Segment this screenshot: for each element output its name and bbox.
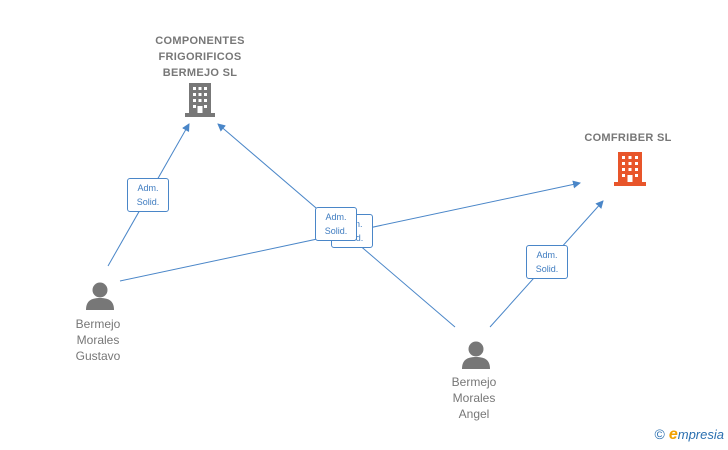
person-label-angel[interactable]: Bermejo Morales Angel: [451, 375, 497, 421]
empresia-watermark: ©empresia: [655, 426, 724, 444]
company-label-comfriber[interactable]: COMFRIBER SL: [584, 132, 672, 144]
person-label-gustavo[interactable]: Bermejo Morales Gustavo: [75, 317, 121, 363]
role-badge: Adm. Solid.: [526, 245, 568, 279]
role-line2: Solid.: [535, 264, 559, 274]
person-icon: [86, 282, 114, 310]
copyright-symbol: ©: [654, 426, 665, 442]
role-line1: Adm.: [536, 250, 558, 260]
building-icon: [614, 152, 646, 186]
role-badge: Adm. Solid.: [315, 207, 357, 241]
brand-initial: e: [668, 426, 678, 443]
role-line1: Adm.: [325, 212, 347, 222]
role-badge: Adm. Solid.: [127, 178, 169, 212]
role-line2: Solid.: [136, 197, 160, 207]
role-line1: Adm.: [137, 183, 159, 193]
role-line2: Solid.: [324, 226, 348, 236]
person-icon: [462, 341, 490, 369]
building-icon: [185, 83, 215, 117]
company-label-componentes[interactable]: COMPONENTES FRIGORIFICOS BERMEJO SL: [155, 35, 245, 79]
brand-name: mpresia: [677, 427, 724, 442]
